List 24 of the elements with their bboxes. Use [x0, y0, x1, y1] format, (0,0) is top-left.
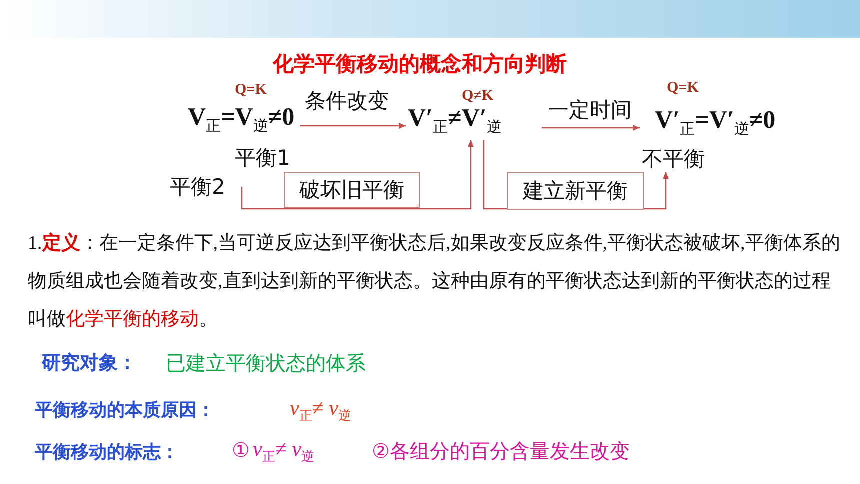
- state-label: 平衡2: [170, 174, 226, 201]
- topic-text: 已建立平衡状态的体系: [166, 350, 366, 377]
- state-label: 平衡1: [235, 145, 290, 172]
- slide-title: 化学平衡移动的概念和方向判断: [272, 51, 568, 78]
- bracket-arrow: [241, 140, 474, 210]
- circled-number: ①: [232, 438, 250, 462]
- stage-box: 建立新平衡: [507, 172, 644, 210]
- rate-inequality: v$_{正}$≠ v$_{逆}$: [290, 396, 352, 426]
- state-label: 不平衡: [642, 146, 705, 173]
- topic-label: 研究对象：: [42, 351, 137, 376]
- sign-text: ②各组分的百分含量发生改变: [372, 438, 630, 465]
- arrow: [300, 123, 406, 129]
- arrow: [542, 125, 640, 131]
- definition-paragraph: 1.定义：在一定条件下,当可逆反应达到平衡状态后,如果改变反应条件,平衡状态被破坏,平衡体系的物质组成也会随着改变,直到达到新的平衡状态。这种由原有的平衡状态达到新的平衡状态的过程叫做化学平衡的移动。: [28, 232, 842, 332]
- sign-label: 平衡移动的标志：: [35, 441, 179, 464]
- quotient-note: Q≠K: [462, 88, 494, 105]
- rate-equation: V$_{正}$=V$_{逆}$≠0: [188, 104, 295, 136]
- quotient-note: Q=K: [235, 82, 267, 99]
- rate-equation: V′$_{正}$≠V′$_{逆}$: [408, 105, 502, 137]
- stage-box: 破坏旧平衡: [284, 172, 420, 208]
- rate-inequality: v$_{正}$≠ v$_{逆}$: [253, 437, 314, 466]
- cause-label: 平衡移动的本质原因：: [35, 399, 215, 422]
- rate-equation: V′$_{正}$=V′$_{逆}$≠0: [655, 107, 776, 139]
- quotient-note: Q=K: [667, 80, 699, 97]
